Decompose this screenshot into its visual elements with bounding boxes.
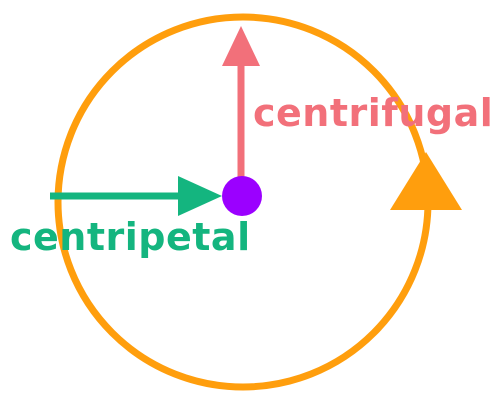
center-mass-dot <box>222 176 262 216</box>
centrifugal-label: centrifugal <box>253 91 493 135</box>
centrifugal-arrowhead-icon <box>222 26 260 66</box>
centripetal-label: centripetal <box>10 215 251 259</box>
direction-triangle-icon <box>390 152 462 210</box>
centripetal-arrowhead-icon <box>178 176 222 216</box>
